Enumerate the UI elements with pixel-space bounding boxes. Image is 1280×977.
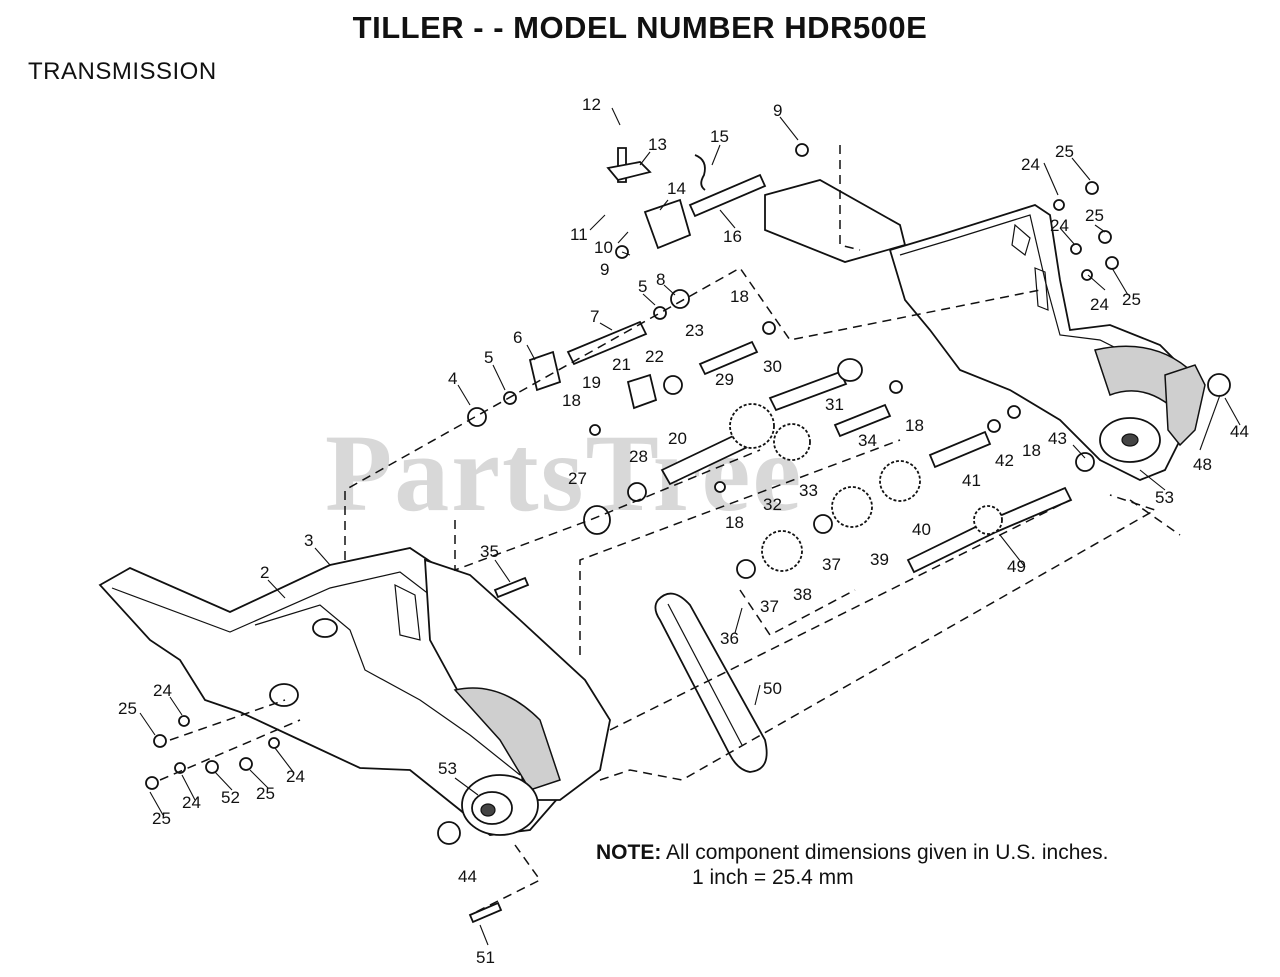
callout-3: 3 (304, 531, 313, 550)
callout-53: 53 (1155, 488, 1174, 507)
leader-lines (139, 107, 1241, 946)
callout-42: 42 (995, 451, 1014, 470)
callout-19: 19 (582, 373, 601, 392)
callout-25: 25 (1055, 142, 1074, 161)
callout-25: 25 (152, 809, 171, 828)
watermark: PartsTree (325, 412, 804, 534)
callout-38: 38 (793, 585, 812, 604)
callout-18: 18 (562, 391, 581, 410)
callout-52: 52 (221, 788, 240, 807)
callout-40: 40 (912, 520, 931, 539)
callout-44: 44 (1230, 422, 1249, 441)
callout-18: 18 (725, 513, 744, 532)
section-heading: TRANSMISSION (28, 58, 217, 85)
callout-33: 33 (799, 481, 818, 500)
callout-21: 21 (612, 355, 631, 374)
upper-shroud[interactable] (764, 179, 1206, 447)
callout-25: 25 (118, 699, 137, 718)
bushings-washers[interactable] (437, 143, 1231, 924)
callout-9: 9 (600, 260, 609, 279)
callout-24: 24 (286, 767, 305, 786)
callout-24: 24 (182, 793, 201, 812)
shift-lever-assembly[interactable] (606, 154, 706, 250)
callout-25: 25 (256, 784, 275, 803)
assembly-lines (159, 145, 1181, 916)
callout-20: 20 (668, 429, 687, 448)
note-heading: NOTE: (596, 841, 662, 864)
callout-6: 6 (513, 328, 522, 347)
fasteners[interactable] (145, 181, 1119, 790)
callout-48: 48 (1193, 455, 1212, 474)
callout-29: 29 (715, 370, 734, 389)
callout-12: 12 (582, 95, 601, 114)
callout-18: 18 (730, 287, 749, 306)
callout-37: 37 (760, 597, 779, 616)
callout-32: 32 (763, 495, 782, 514)
lower-sprocket-53[interactable] (461, 774, 539, 836)
callout-13: 13 (648, 135, 667, 154)
callout-34: 34 (858, 431, 877, 450)
callout-8: 8 (656, 270, 665, 289)
callout-11: 11 (570, 225, 588, 244)
note-line-1: All component dimensions given in U.S. i… (666, 841, 1109, 864)
callout-24: 24 (1021, 155, 1040, 174)
callout-35: 35 (480, 542, 499, 561)
callout-24: 24 (153, 681, 172, 700)
callout-5: 5 (484, 348, 493, 367)
callout-16: 16 (723, 227, 742, 246)
note-box: NOTE: All component dimensions given in … (596, 840, 1108, 890)
callout-9: 9 (773, 101, 782, 120)
callout-2: 2 (260, 563, 269, 582)
callout-51: 51 (476, 948, 495, 967)
callout-18: 18 (905, 416, 924, 435)
callout-49: 49 (1007, 557, 1026, 576)
callout-5: 5 (638, 277, 647, 296)
callout-14: 14 (667, 179, 686, 198)
callout-30: 30 (763, 357, 782, 376)
note-line-2: 1 inch = 25.4 mm (692, 866, 854, 889)
callout-23: 23 (685, 321, 704, 340)
left-housing-cover[interactable] (424, 558, 611, 801)
callout-4: 4 (448, 369, 457, 388)
callout-50: 50 (763, 679, 782, 698)
callout-7: 7 (590, 307, 599, 326)
callout-28: 28 (629, 447, 648, 466)
callout-labels: 12 13 15 9 14 16 11 10 9 8 5 18 7 23 6 2… (118, 95, 1249, 967)
callout-18: 18 (1022, 441, 1041, 460)
callout-36: 36 (720, 629, 739, 648)
callout-24: 24 (1050, 216, 1069, 235)
callout-22: 22 (645, 347, 664, 366)
diagram-title: TILLER - - MODEL NUMBER HDR500E (352, 10, 928, 45)
callout-39: 39 (870, 550, 889, 569)
left-housing-half[interactable] (98, 547, 606, 836)
right-housing[interactable] (888, 204, 1202, 481)
callout-15: 15 (710, 127, 729, 146)
callout-44: 44 (458, 867, 477, 886)
callout-24: 24 (1090, 295, 1109, 314)
gear-parts[interactable] (528, 350, 1003, 572)
callout-53: 53 (438, 759, 457, 778)
callout-25: 25 (1122, 290, 1141, 309)
callout-43: 43 (1048, 429, 1067, 448)
callout-10: 10 (594, 238, 613, 257)
callout-27: 27 (568, 469, 587, 488)
drive-belt-50[interactable] (654, 592, 768, 773)
callout-25: 25 (1085, 206, 1104, 225)
callout-41: 41 (962, 471, 981, 490)
callout-31: 31 (825, 395, 844, 414)
callout-37: 37 (822, 555, 841, 574)
